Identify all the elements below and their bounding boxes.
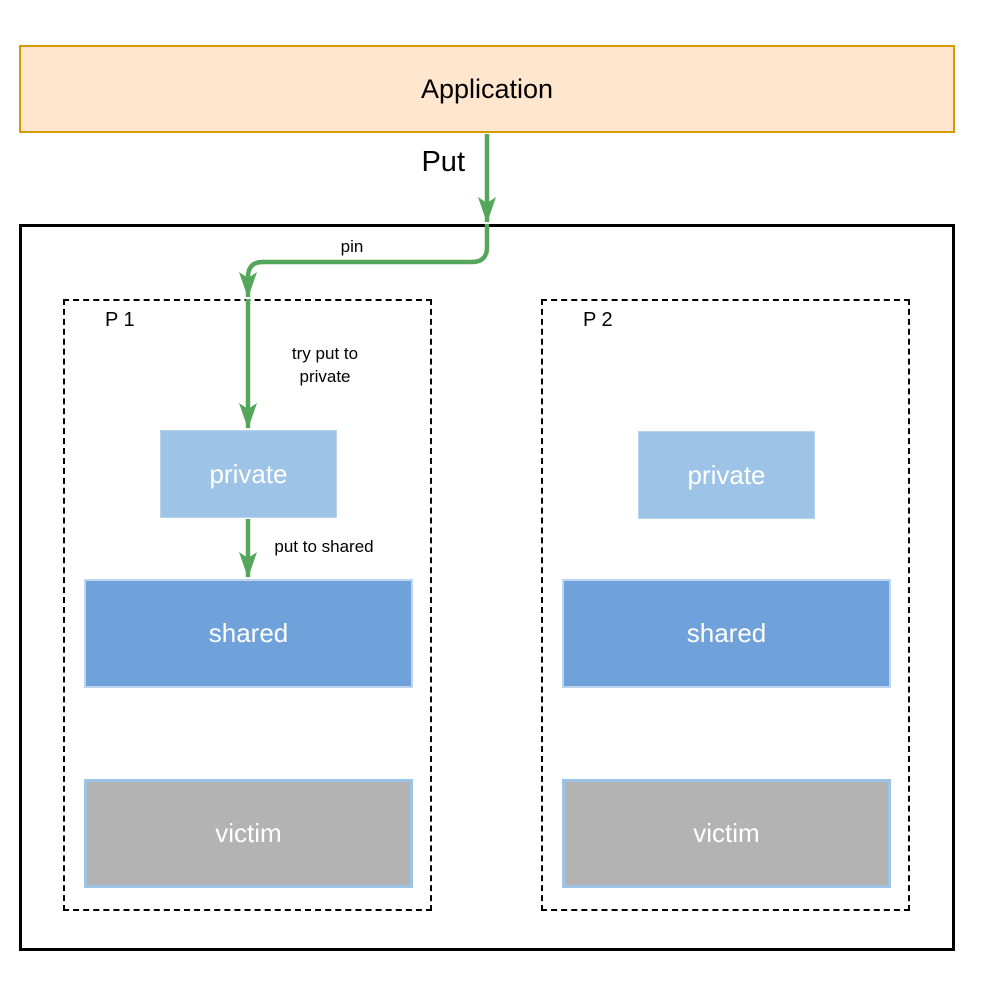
process-2-label: P 2 [583,309,613,331]
p1-shared-block: shared [84,579,413,688]
p2-private-block: private [638,431,815,519]
p1-shared-label: shared [208,618,289,648]
p1-private-block: private [160,430,337,518]
put-to-shared-edge-label: put to shared [274,537,374,556]
p1-victim-label: victim [215,818,282,848]
p2-shared-label: shared [686,618,767,648]
try-put-edge-label: try put to private [291,344,359,386]
application-label: Application [420,73,554,104]
p2-shared-block: shared [562,579,891,688]
p2-victim-block: victim [562,779,891,888]
process-1-label: P 1 [105,309,135,331]
application-box: Application [19,45,955,133]
p1-private-label: private [209,458,288,489]
put-edge-label: Put [421,146,465,178]
p1-victim-block: victim [84,779,413,888]
process-2-box: P 2 [541,299,910,911]
p2-private-label: private [687,459,766,490]
pin-edge-label: pin [340,237,364,256]
p2-victim-label: victim [693,818,760,848]
